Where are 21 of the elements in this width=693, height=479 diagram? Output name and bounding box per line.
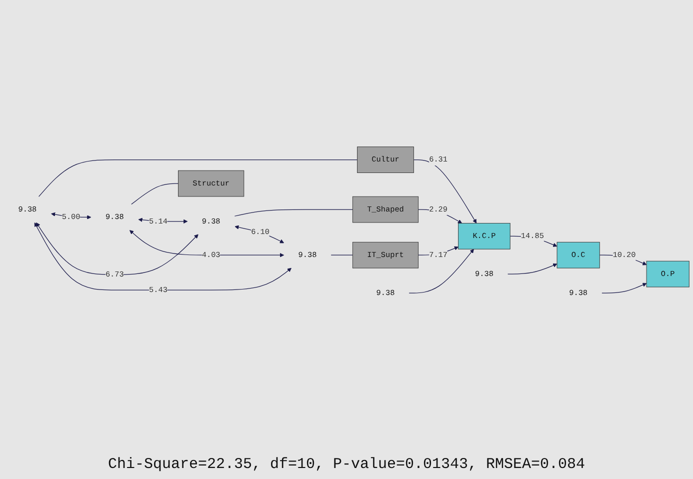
node-box bbox=[556, 242, 600, 268]
connector bbox=[330, 254, 353, 256]
connector bbox=[234, 208, 353, 216]
node-box bbox=[357, 146, 414, 173]
node-box bbox=[646, 260, 690, 287]
arrow bbox=[130, 230, 284, 257]
node-box bbox=[178, 170, 244, 196]
node-box bbox=[352, 242, 419, 268]
connector bbox=[38, 159, 358, 196]
node-box bbox=[352, 196, 419, 222]
arrow bbox=[34, 222, 292, 290]
arrow bbox=[508, 263, 558, 274]
arrow bbox=[36, 222, 198, 275]
connector bbox=[131, 182, 179, 204]
arrow bbox=[408, 248, 474, 293]
arrow bbox=[602, 282, 647, 293]
fit-statistics: Chi-Square=22.35, df=10, P-value=0.01343, RMSEA=0.084 bbox=[108, 456, 586, 473]
arrow bbox=[418, 208, 462, 223]
arrow bbox=[234, 224, 284, 243]
node-box bbox=[458, 222, 510, 249]
arrow bbox=[413, 159, 477, 223]
